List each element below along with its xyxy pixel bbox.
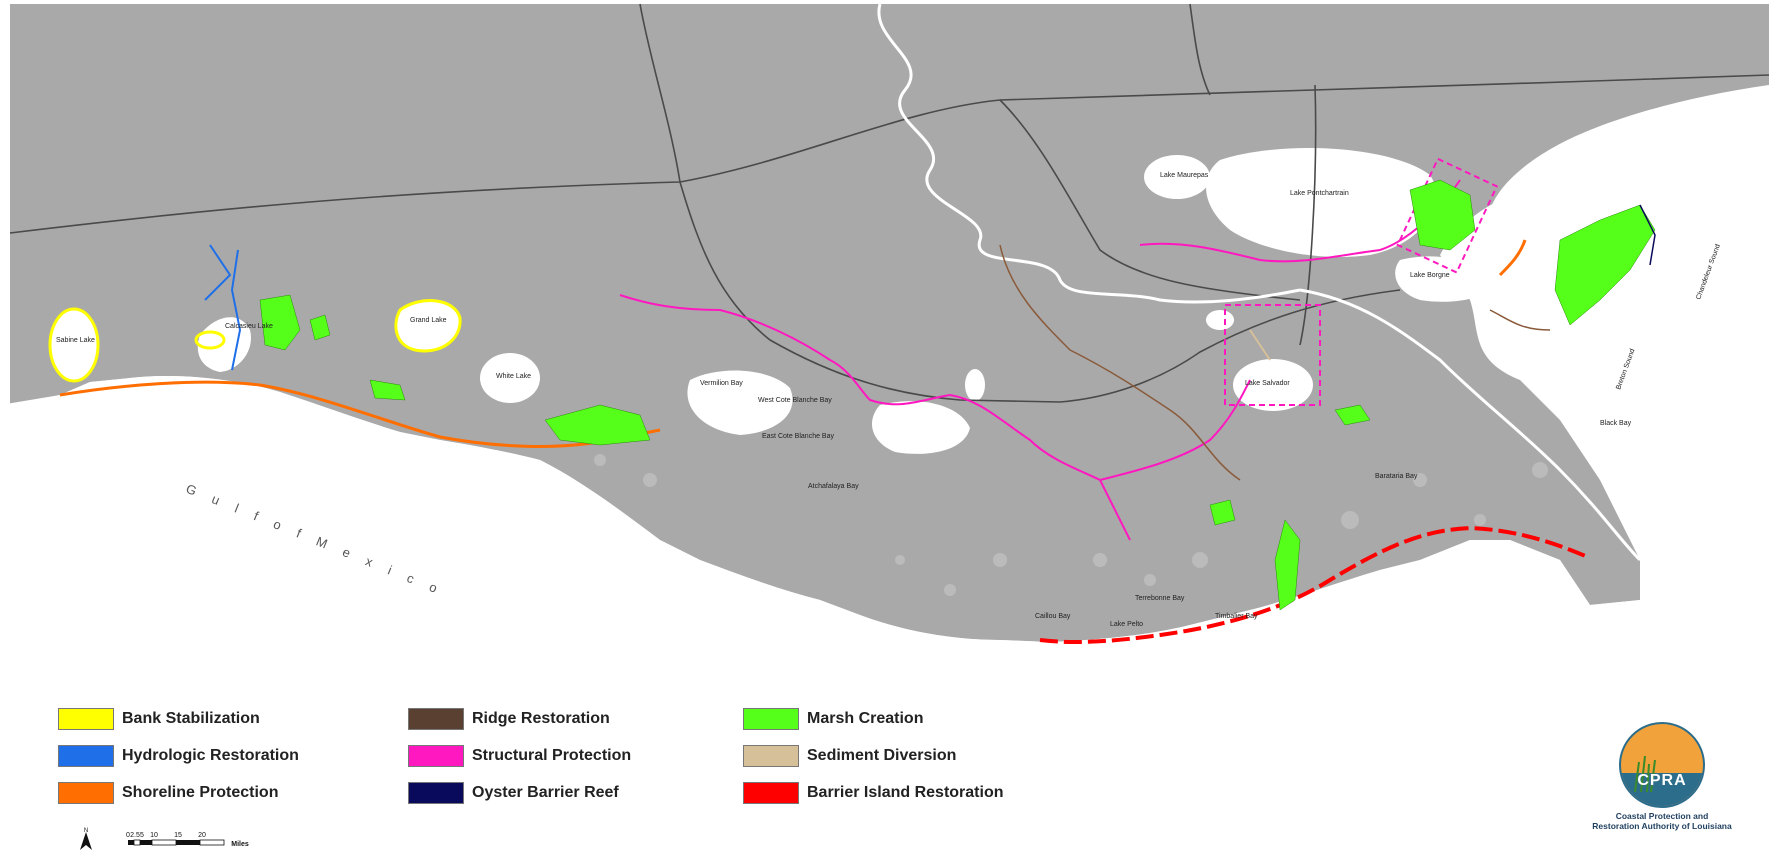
structural-protection bbox=[619, 157, 1499, 541]
label-timbalier: Timbalier Bay bbox=[1215, 613, 1258, 620]
gulf-water bbox=[0, 375, 1640, 700]
coastal-map: G u l f o f M e x i c o Sabine Lake Calc… bbox=[0, 3, 1769, 700]
label-sabine: Sabine Lake bbox=[56, 337, 95, 344]
legend-item-shoreline-protection: Shoreline Protection bbox=[58, 780, 299, 806]
legend-swatch bbox=[58, 745, 114, 767]
scale-tick: 20 bbox=[198, 832, 206, 839]
legend-column-3: Marsh Creation Sediment Diversion Barrie… bbox=[743, 706, 1004, 817]
label-vermilion: Vermilion Bay bbox=[700, 380, 743, 387]
legend-label: Oyster Barrier Reef bbox=[472, 784, 619, 801]
logo-caption: Coastal Protection and Restoration Autho… bbox=[1592, 811, 1732, 831]
logo-caption-line1: Coastal Protection and bbox=[1615, 811, 1709, 821]
scale-segments bbox=[128, 839, 225, 846]
legend-item-hydrologic-restoration: Hydrologic Restoration bbox=[58, 743, 299, 769]
legend-item-barrier-island-restoration: Barrier Island Restoration bbox=[743, 780, 1004, 806]
legend-item-oyster-barrier-reef: Oyster Barrier Reef bbox=[408, 780, 631, 806]
map-legend: Bank Stabilization Hydrologic Restoratio… bbox=[58, 706, 1058, 816]
marsh-creation bbox=[259, 179, 1656, 611]
grass-icon bbox=[1634, 755, 1656, 792]
legend-swatch bbox=[408, 782, 464, 804]
shoreline-protection bbox=[59, 239, 1527, 448]
legend-column-2: Ridge Restoration Structural Protection … bbox=[408, 706, 631, 817]
legend-label: Sediment Diversion bbox=[807, 747, 957, 764]
label-maurepas: Lake Maurepas bbox=[1160, 172, 1209, 179]
highways bbox=[9, 3, 1769, 403]
label-atchafalaya: Atchafalaya Bay bbox=[808, 483, 859, 490]
legend-label: Structural Protection bbox=[472, 747, 632, 764]
label-terrebonne: Terrebonne Bay bbox=[1135, 595, 1185, 602]
legend-swatch bbox=[408, 745, 464, 767]
scale-tick: 5 bbox=[140, 832, 144, 839]
label-breton: Breton Sound bbox=[1615, 348, 1636, 391]
north-label: N bbox=[84, 828, 88, 834]
label-east-cote: East Cote Blanche Bay bbox=[762, 433, 834, 440]
legend-label: Barrier Island Restoration bbox=[807, 784, 1004, 801]
legend-swatch bbox=[743, 708, 799, 730]
hydrologic-restoration bbox=[204, 244, 242, 371]
barrier-island-restoration bbox=[1039, 525, 1591, 644]
bank-stabilization bbox=[48, 299, 462, 383]
legend-label: Ridge Restoration bbox=[472, 710, 610, 727]
label-barataria: Barataria Bay bbox=[1375, 473, 1418, 480]
label-salvador: Lake Salvador bbox=[1245, 380, 1290, 387]
label-pelto: Lake Pelto bbox=[1110, 621, 1143, 628]
sediment-diversion bbox=[1249, 329, 1271, 361]
scale-bar: N 0 2.5 5 10 15 20 Miles bbox=[80, 828, 249, 850]
logo-emblem: CPRA bbox=[1619, 722, 1705, 808]
label-pontchartrain: Lake Pontchartrain bbox=[1290, 190, 1349, 197]
label-borgne: Lake Borgne bbox=[1410, 272, 1450, 279]
label-calcasieu: Calcasieu Lake bbox=[225, 323, 273, 330]
label-west-cote: West Cote Blanche Bay bbox=[758, 397, 832, 404]
legend-label: Shoreline Protection bbox=[122, 784, 279, 801]
label-chandeleur: Chandeleur Sound bbox=[1695, 243, 1722, 300]
legend-label: Hydrologic Restoration bbox=[122, 747, 299, 764]
legend-item-bank-stabilization: Bank Stabilization bbox=[58, 706, 299, 732]
scale-tick: 2.5 bbox=[130, 832, 140, 839]
legend-column-1: Bank Stabilization Hydrologic Restoratio… bbox=[58, 706, 299, 817]
oyster-barrier-reef bbox=[1639, 204, 1656, 266]
legend-swatch bbox=[58, 708, 114, 730]
scale-unit: Miles bbox=[231, 841, 249, 848]
legend-swatch bbox=[743, 782, 799, 804]
marsh-texture bbox=[594, 454, 1548, 596]
legend-item-ridge-restoration: Ridge Restoration bbox=[408, 706, 631, 732]
legend-label: Marsh Creation bbox=[807, 710, 924, 727]
label-white: White Lake bbox=[496, 373, 531, 380]
legend-swatch bbox=[58, 782, 114, 804]
logo-acronym: CPRA bbox=[1637, 772, 1687, 789]
cpra-logo: CPRA Coastal Protection and Restoration … bbox=[1592, 722, 1732, 846]
label-black-bay: Black Bay bbox=[1600, 420, 1632, 427]
scale-tick: 10 bbox=[150, 832, 158, 839]
legend-swatch bbox=[743, 745, 799, 767]
ridge-restoration bbox=[999, 244, 1551, 481]
label-caillou: Caillou Bay bbox=[1035, 613, 1071, 620]
legend-item-marsh-creation: Marsh Creation bbox=[743, 706, 1004, 732]
legend-item-sediment-diversion: Sediment Diversion bbox=[743, 743, 1004, 769]
scale-tick: 15 bbox=[174, 832, 182, 839]
scale-tick: 0 bbox=[126, 832, 130, 839]
legend-swatch bbox=[408, 708, 464, 730]
legend-item-structural-protection: Structural Protection bbox=[408, 743, 631, 769]
logo-caption-line2: Restoration Authority of Louisiana bbox=[1592, 821, 1732, 831]
rivers bbox=[877, 3, 1642, 562]
label-grand: Grand Lake bbox=[410, 317, 447, 324]
north-arrow-icon: N bbox=[80, 828, 92, 850]
legend-label: Bank Stabilization bbox=[122, 710, 260, 727]
